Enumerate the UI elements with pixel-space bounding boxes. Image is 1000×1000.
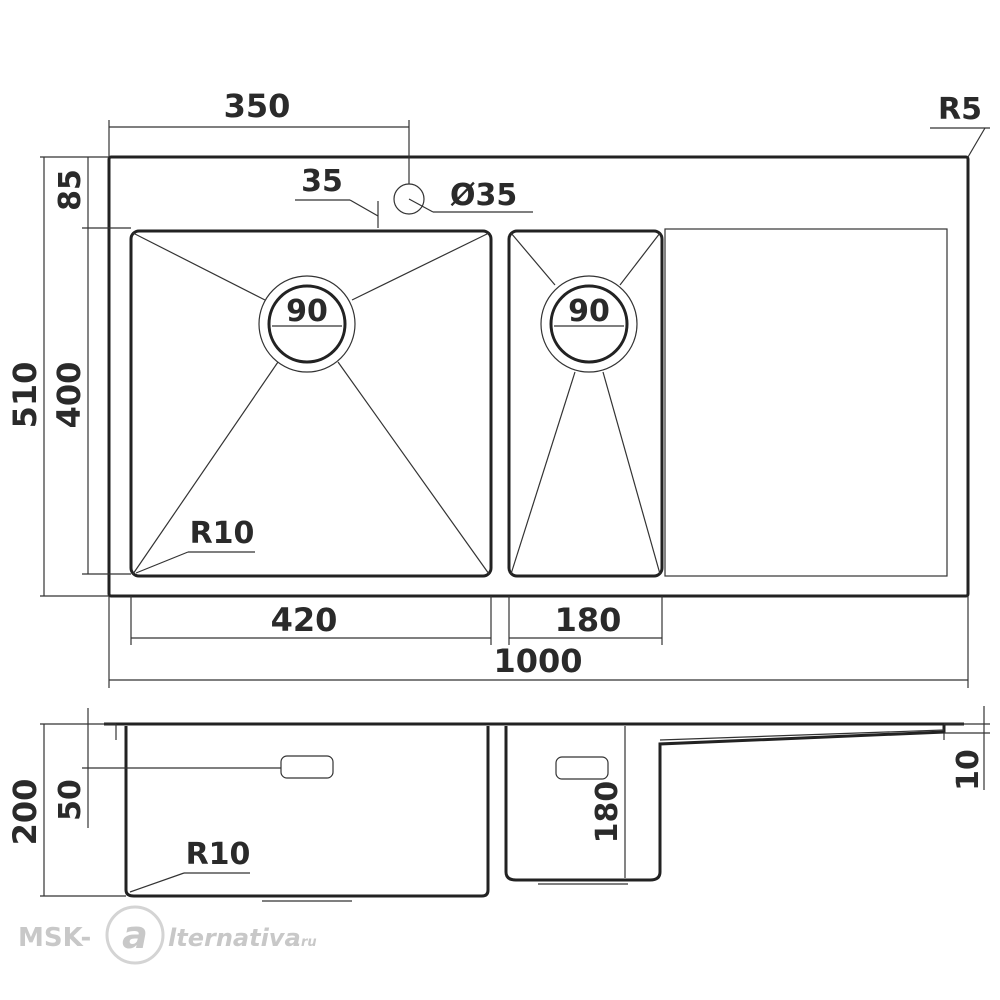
small-bowl-height-label: 180 bbox=[590, 781, 625, 844]
sink-outline bbox=[107, 155, 970, 598]
tap-offset-label: 35 bbox=[301, 164, 343, 199]
section-left-bowl bbox=[124, 726, 490, 898]
left-drain-outer bbox=[258, 275, 356, 373]
tap-hole-leader bbox=[408, 198, 434, 213]
plan-radius-leader bbox=[135, 551, 189, 574]
watermark: MSK- a lternativa .ru bbox=[18, 905, 317, 965]
watermark-left: MSK- bbox=[18, 923, 91, 953]
section-radius-label: R10 bbox=[186, 837, 251, 872]
watermark-suffix: .ru bbox=[296, 935, 317, 950]
plan-radius-label: R10 bbox=[190, 516, 255, 551]
right-bowl-outline bbox=[507, 229, 664, 578]
right-drain-inner bbox=[549, 284, 629, 364]
left-drain-inner bbox=[267, 284, 347, 364]
left-drain-label: 90 bbox=[286, 294, 328, 329]
section-right-overflow bbox=[555, 756, 609, 780]
section-left-overflow bbox=[280, 755, 334, 779]
overflow-offset-label: 50 bbox=[53, 779, 88, 821]
watermark-logo-ring bbox=[105, 905, 165, 965]
right-bowl-width-label: 180 bbox=[555, 601, 622, 639]
left-bowl-slope-lines bbox=[132, 232, 490, 575]
left-bowl-outline bbox=[129, 229, 493, 578]
right-bowl-slope-lines bbox=[510, 232, 661, 575]
section-drainboard-underside bbox=[659, 729, 945, 741]
corner-radius-label: R5 bbox=[938, 92, 982, 127]
section-height-label: 200 bbox=[6, 779, 44, 846]
thickness-label: 10 bbox=[951, 749, 986, 791]
left-bowl-width-label: 420 bbox=[271, 601, 338, 639]
total-depth-label: 510 bbox=[6, 362, 44, 429]
top-width-label: 350 bbox=[224, 87, 291, 125]
plan-view: 90 90 Ø35 35 350 R5 bbox=[6, 87, 990, 688]
section-radius-leader bbox=[129, 872, 185, 893]
tap-offset-leader bbox=[349, 199, 379, 217]
right-drain-outer bbox=[540, 275, 638, 373]
corner-radius-leader bbox=[967, 127, 986, 158]
total-width-label: 1000 bbox=[493, 642, 582, 680]
section-view: 200 50 R10 180 10 bbox=[6, 706, 990, 902]
section-right-bowl bbox=[504, 724, 946, 882]
tap-hole-label: Ø35 bbox=[450, 178, 517, 213]
right-drain-label: 90 bbox=[568, 294, 610, 329]
watermark-right: lternativa bbox=[168, 924, 301, 952]
watermark-logo-mark: a bbox=[122, 913, 148, 957]
drainboard-area bbox=[664, 228, 948, 577]
margin-depth-label: 85 bbox=[53, 169, 88, 211]
bowl-depth-label: 400 bbox=[50, 362, 88, 429]
